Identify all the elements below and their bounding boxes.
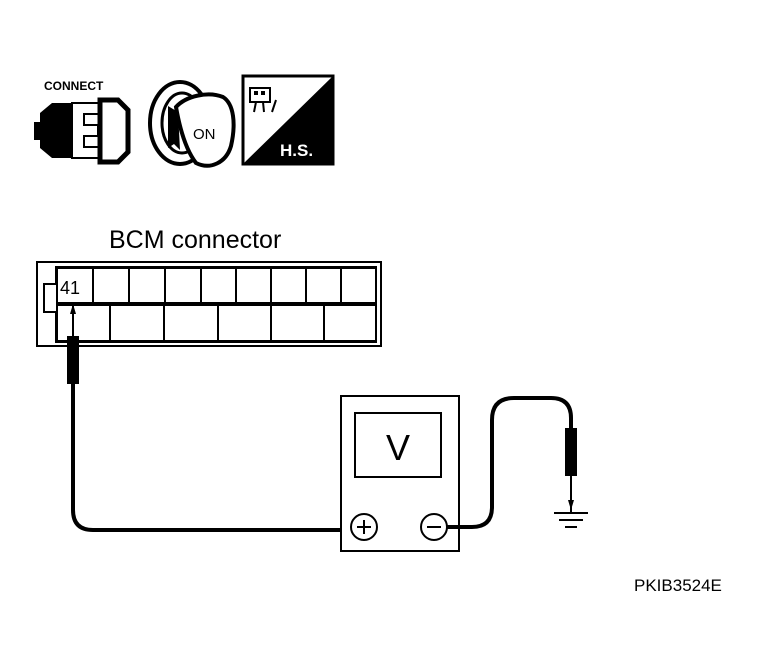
pin-41-label: 41 (60, 278, 80, 298)
figure-code: PKIB3524E (634, 576, 722, 595)
negative-terminal (420, 513, 448, 541)
connector-top-row (56, 267, 377, 304)
negative-lead-wire (447, 396, 573, 529)
ignition-on-label: ON (193, 126, 216, 143)
harness-side-icon: H.S. (241, 74, 335, 166)
connect-label: CONNECT (44, 79, 104, 93)
ignition-key-on-icon: ON (148, 80, 236, 168)
connector-title: BCM connector (109, 226, 281, 254)
positive-probe (67, 304, 79, 384)
positive-lead-wire (71, 384, 352, 532)
voltmeter: V (340, 395, 460, 552)
positive-terminal (350, 513, 378, 541)
bcm-connector (36, 261, 382, 347)
connector-bottom-row (56, 304, 377, 342)
negative-probe (565, 428, 577, 510)
ground-icon (554, 508, 588, 528)
harness-side-label: H.S. (280, 141, 313, 160)
meter-display: V (386, 427, 410, 468)
connector-connected-icon: CONNECT (34, 79, 131, 165)
